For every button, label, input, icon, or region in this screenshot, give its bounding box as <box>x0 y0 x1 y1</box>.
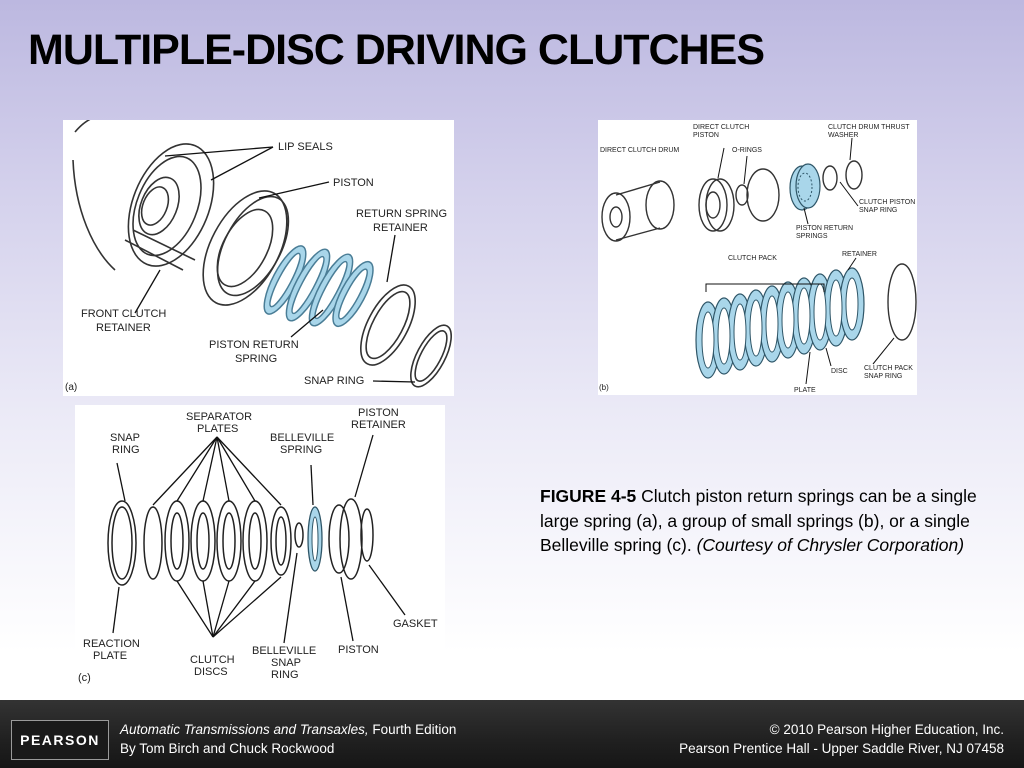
label-piston: PISTON <box>338 644 379 656</box>
label-piston-return-spring: PISTON RETURN <box>209 339 299 351</box>
label-front-clutch-retainer-2: RETAINER <box>96 322 151 334</box>
label-belleville-snap-ring-3: RING <box>271 669 299 681</box>
label-belleville-snap-ring: BELLEVILLE <box>252 645 316 657</box>
label-belleville-snap-ring-2: SNAP <box>271 657 301 669</box>
label-clutch-piston-snap-ring-2: SNAP RING <box>859 207 897 214</box>
caption-text: Clutch piston return springs can be a si… <box>540 486 977 555</box>
caption-credit: (Courtesy of Chrysler Corporation) <box>696 535 965 555</box>
panel-label-b: (b) <box>599 383 609 392</box>
label-front-clutch-retainer: FRONT CLUTCH <box>81 308 166 320</box>
label-thrust-washer: CLUTCH DRUM THRUST <box>828 124 910 131</box>
label-belleville-spring-2: SPRING <box>280 444 322 456</box>
figure-a-clutch-diagram: LIP SEALS PISTON RETURN SPRING RETAINER … <box>63 120 454 396</box>
label-clutch-pack-snap-ring: CLUTCH PACK <box>864 365 913 372</box>
label-piston-return-springs-2: SPRINGS <box>796 233 828 240</box>
label-reaction-plate-2: PLATE <box>93 650 127 662</box>
label-clutch-pack-snap-ring-2: SNAP RING <box>864 373 902 380</box>
label-piston: PISTON <box>333 177 374 189</box>
figure-c-drawing: SEPARATOR PLATES PISTON RETAINER SNAP RI… <box>78 407 438 684</box>
label-separator-plates: SEPARATOR <box>186 411 252 423</box>
label-o-rings: O-RINGS <box>732 147 762 154</box>
label-lip-seals: LIP SEALS <box>278 141 333 153</box>
label-snap-ring: SNAP <box>110 432 140 444</box>
label-direct-clutch-piston: DIRECT CLUTCH <box>693 124 749 131</box>
label-reaction-plate: REACTION <box>83 638 140 650</box>
figure-number: FIGURE 4-5 <box>540 486 637 506</box>
figure-caption: FIGURE 4-5 Clutch piston return springs … <box>540 484 990 558</box>
panel-label-c: (c) <box>78 672 91 684</box>
figure-b-clutch-diagram: DIRECT CLUTCH PISTON CLUTCH DRUM THRUST … <box>598 120 917 395</box>
label-direct-clutch-drum: DIRECT CLUTCH DRUM <box>600 147 679 154</box>
label-separator-plates-2: PLATES <box>197 423 238 435</box>
footer-publisher: Pearson Prentice Hall - Upper Saddle Riv… <box>679 741 1004 756</box>
book-edition: Fourth Edition <box>368 722 457 737</box>
label-return-spring-retainer-2: RETAINER <box>373 222 428 234</box>
label-belleville-spring: BELLEVILLE <box>270 432 334 444</box>
label-retainer: RETAINER <box>842 251 877 258</box>
label-clutch-discs-2: DISCS <box>194 666 228 678</box>
label-piston-return-spring-2: SPRING <box>235 353 277 365</box>
label-clutch-pack: CLUTCH PACK <box>728 255 777 262</box>
footer-copyright: © 2010 Pearson Higher Education, Inc. <box>769 722 1004 737</box>
pearson-logo: PEARSON <box>11 720 109 760</box>
label-plate: PLATE <box>794 387 816 394</box>
footer-authors: By Tom Birch and Chuck Rockwood <box>120 741 335 756</box>
label-piston-return-springs: PISTON RETURN <box>796 225 853 232</box>
figure-c-clutch-diagram: SEPARATOR PLATES PISTON RETAINER SNAP RI… <box>75 405 445 687</box>
label-snap-ring-2: RING <box>112 444 140 456</box>
figure-a-drawing: LIP SEALS PISTON RETURN SPRING RETAINER … <box>65 120 452 393</box>
label-piston-retainer: PISTON <box>358 407 399 419</box>
label-snap-ring: SNAP RING <box>304 375 364 387</box>
footer-bar: PEARSON Automatic Transmissions and Tran… <box>0 700 1024 768</box>
label-disc: DISC <box>831 368 848 375</box>
book-title: Automatic Transmissions and Transaxles, <box>120 722 369 737</box>
label-gasket: GASKET <box>393 618 438 630</box>
slide-title: MULTIPLE-DISC DRIVING CLUTCHES <box>28 26 765 74</box>
panel-label-a: (a) <box>65 382 77 393</box>
label-clutch-piston-snap-ring: CLUTCH PISTON <box>859 199 915 206</box>
label-direct-clutch-piston-2: PISTON <box>693 132 719 139</box>
label-thrust-washer-2: WASHER <box>828 132 858 139</box>
label-piston-retainer-2: RETAINER <box>351 419 406 431</box>
label-clutch-discs: CLUTCH <box>190 654 235 666</box>
footer-book-title: Automatic Transmissions and Transaxles, … <box>120 721 456 739</box>
figure-b-drawing: DIRECT CLUTCH PISTON CLUTCH DRUM THRUST … <box>599 124 917 394</box>
label-return-spring-retainer: RETURN SPRING <box>356 208 447 220</box>
